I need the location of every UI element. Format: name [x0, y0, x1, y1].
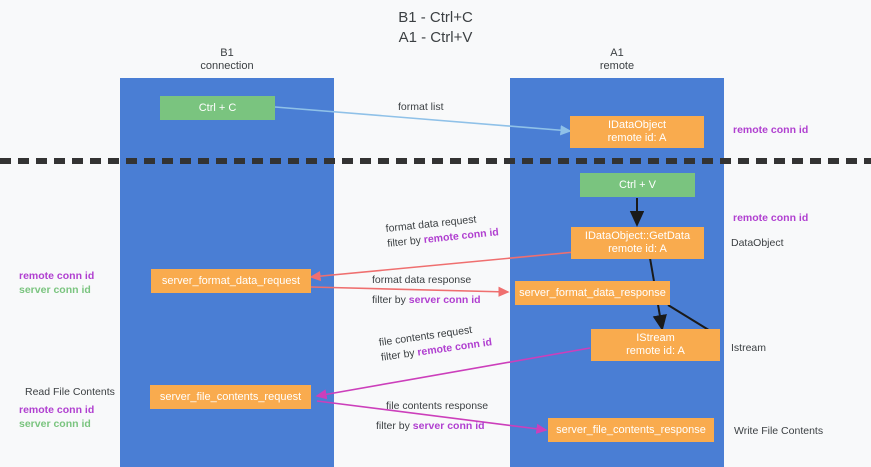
node-server-format-data-request[interactable]: server_format_data_request: [151, 269, 311, 293]
node-istream[interactable]: IStream remote id: A: [591, 329, 720, 361]
edge-label-format-data-response-prefix: filter by: [372, 294, 409, 306]
node-ctrl-v-label: Ctrl + V: [619, 178, 656, 191]
column-header-b1-name: B1: [220, 47, 234, 59]
annotation-left-remote-conn-id-text: remote conn id: [19, 270, 95, 282]
node-server-file-contents-request-label: server_file_contents_request: [159, 390, 302, 403]
annotation-left-read-file-contents: Read File Contents: [25, 386, 115, 398]
node-idataobject-sublabel: remote id: A: [607, 132, 667, 144]
annotation-left-remote-conn-id-2-text: remote conn id: [19, 404, 95, 416]
annotation-left-server-conn-id-2: server conn id: [19, 417, 91, 431]
annotation-right-remote-conn-id-top: remote conn id: [733, 123, 808, 137]
node-ctrl-c-label: Ctrl + C: [198, 101, 237, 114]
section-divider: [0, 158, 871, 164]
title-line-1: B1 - Ctrl+C: [398, 9, 473, 26]
node-idataobject[interactable]: IDataObject remote id: A: [570, 116, 704, 148]
annotation-right-istream: Istream: [731, 342, 767, 354]
edge-label-format-list-line1: format list: [398, 101, 444, 113]
node-istream-sublabel: remote id: A: [626, 345, 685, 357]
edge-format-data-request: [309, 251, 576, 282]
node-server-file-contents-request[interactable]: server_file_contents_request: [150, 385, 311, 409]
edge-format-data-response: [310, 286, 510, 297]
annotation-right-write-file-contents: Write File Contents: [734, 425, 824, 437]
title-line-2: A1 - Ctrl+V: [398, 29, 473, 46]
edge-file-contents-response: [316, 400, 548, 434]
annotation-left-server-conn-id-2-text: server conn id: [19, 418, 91, 430]
annotation-right-remote-conn-id-mid-text: remote conn id: [733, 212, 809, 224]
node-idataobject-label: IDataObject: [607, 119, 667, 131]
node-istream-label: IStream: [636, 332, 675, 344]
edge-label-file-contents-response-key: server conn id: [412, 420, 485, 432]
edge-format-list: [274, 106, 572, 136]
edge-label-file-contents-request-prefix: filter by: [380, 346, 419, 364]
edge-label-file-contents-response: file contents response filter by server …: [376, 399, 489, 434]
annotation-left-server-conn-id-text: server conn id: [19, 284, 91, 296]
node-server-format-data-request-label: server_format_data_request: [161, 274, 301, 287]
annotation-right-remote-conn-id-top-text: remote conn id: [733, 124, 809, 136]
annotation-right-remote-conn-id-mid: remote conn id: [733, 211, 808, 225]
node-idataobject-getdata[interactable]: IDataObject::GetData remote id: A: [571, 227, 704, 259]
column-header-a1: A1 remote: [510, 47, 724, 73]
node-server-format-data-response-label: server_format_data_response: [519, 286, 666, 299]
edge-label-format-data-response-line1: format data response: [372, 274, 472, 286]
node-ctrl-c[interactable]: Ctrl + C: [160, 96, 275, 120]
edge-label-file-contents-response-line2: filter by server conn id: [376, 419, 488, 434]
edge-label-format-list: format list: [398, 100, 444, 115]
node-server-format-data-response[interactable]: server_format_data_response: [515, 281, 670, 305]
node-idataobject-getdata-sublabel: remote id: A: [608, 243, 667, 255]
edge-label-format-data-response: format data response filter by server co…: [372, 273, 481, 308]
edge-file-contents-request: [315, 347, 591, 400]
edge-label-file-contents-response-prefix: filter by: [376, 420, 413, 432]
column-header-b1-role: connection: [200, 60, 254, 72]
edge-label-format-data-response-line2: filter by server conn id: [372, 293, 481, 308]
column-header-b1: B1 connection: [120, 47, 334, 73]
column-header-a1-name: A1: [610, 47, 624, 59]
edge-label-file-contents-response-line1: file contents response: [386, 400, 489, 412]
node-idataobject-getdata-label: IDataObject::GetData: [584, 230, 691, 242]
node-server-file-contents-response[interactable]: server_file_contents_response: [548, 418, 714, 442]
edge-label-format-data-response-key: server conn id: [408, 294, 481, 306]
edge-label-format-data-request-prefix: filter by: [386, 234, 425, 250]
annotation-left-remote-conn-id: remote conn id: [19, 269, 94, 283]
page-title: B1 - Ctrl+C A1 - Ctrl+V: [0, 8, 871, 48]
annotation-left-server-conn-id: server conn id: [19, 283, 91, 297]
node-ctrl-v[interactable]: Ctrl + V: [580, 173, 695, 197]
node-server-file-contents-response-label: server_file_contents_response: [556, 423, 706, 436]
annotation-left-remote-conn-id-2: remote conn id: [19, 403, 94, 417]
edge-response-to-istream: [667, 304, 713, 333]
annotation-right-dataobject: DataObject: [731, 237, 784, 249]
column-header-a1-role: remote: [599, 60, 635, 72]
